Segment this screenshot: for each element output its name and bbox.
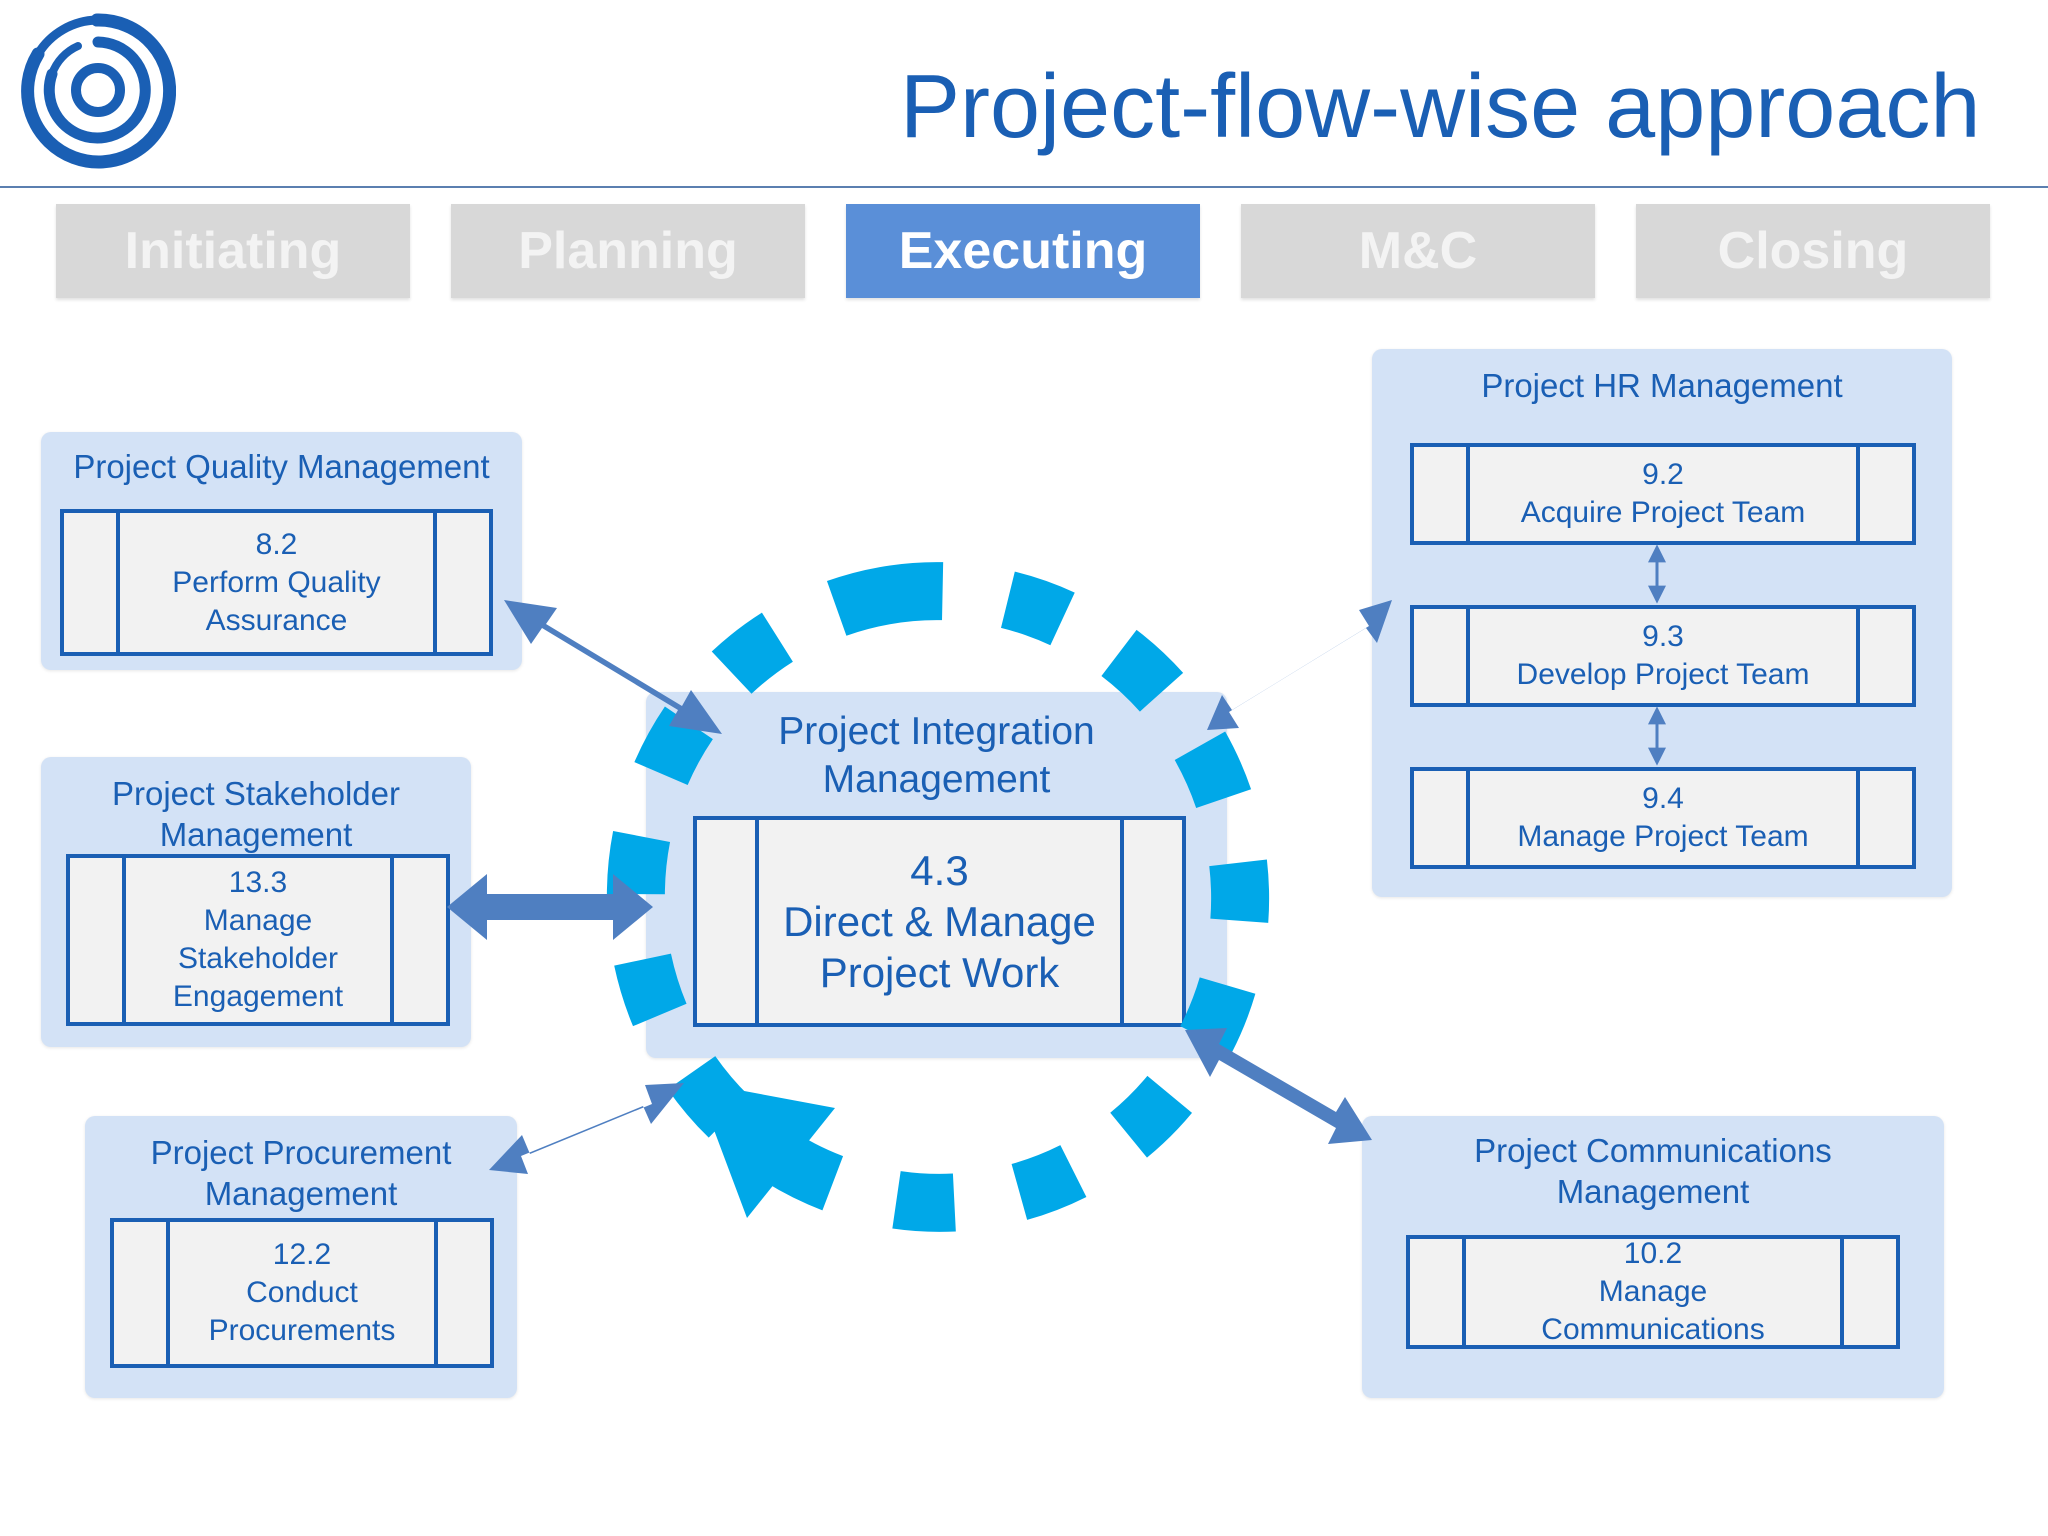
group-title: Project Communications Management: [1474, 1132, 1832, 1210]
process-label-line: Direct & Manage: [783, 898, 1096, 945]
process-number: 4.3: [910, 847, 969, 894]
process-9-4-manage-project-team[interactable]: 9.4 Manage Project Team: [1410, 767, 1916, 869]
group-hr-management: Project HR Management 9.2 Acquire Projec…: [1372, 349, 1952, 897]
process-9-2-acquire-project-team[interactable]: 9.2 Acquire Project Team: [1410, 443, 1916, 545]
process-label-line: Manage Project Team: [1517, 820, 1809, 853]
process-label-line: Communications: [1541, 1313, 1765, 1346]
process-number: 9.2: [1642, 458, 1684, 491]
phase-tab-planning[interactable]: Planning: [451, 204, 805, 298]
process-label-line: Perform Quality: [172, 565, 381, 599]
process-8-2-perform-quality-assurance[interactable]: 8.2 Perform Quality Assurance: [60, 509, 493, 656]
group-procurement-management: Project Procurement Management 12.2 Cond…: [85, 1116, 517, 1398]
process-4-3-direct-manage-project-work[interactable]: 4.3 Direct & Manage Project Work: [693, 816, 1186, 1027]
phase-tab-executing[interactable]: Executing: [846, 204, 1200, 298]
cycle-arrowhead: [696, 1082, 835, 1218]
process-label-line: Project Work: [819, 949, 1060, 996]
group-communications-management: Project Communications Management 10.2 M…: [1362, 1116, 1944, 1398]
process-label-line: Acquire Project Team: [1520, 496, 1806, 529]
title-divider: [0, 186, 2048, 188]
process-label-line: Conduct: [246, 1276, 358, 1309]
phase-tab-mc[interactable]: M&C: [1241, 204, 1595, 298]
group-integration-management: Project Integration Management 4.3 Direc…: [646, 692, 1227, 1058]
arrow-procurement-integration: [489, 1083, 684, 1174]
process-number: 8.2: [255, 527, 298, 561]
process-label-line: Procurements: [208, 1314, 396, 1347]
group-quality-management: Project Quality Management 8.2 Perform Q…: [41, 432, 522, 670]
group-title: Project Stakeholder Management: [112, 775, 400, 853]
process-label-line: Manage: [203, 904, 313, 937]
company-logo: [21, 13, 176, 169]
process-label-line: Develop Project Team: [1516, 658, 1810, 691]
phase-tab-initiating[interactable]: Initiating: [56, 204, 410, 298]
process-number: 9.3: [1642, 620, 1684, 653]
process-12-2-conduct-procurements[interactable]: 12.2 Conduct Procurements: [110, 1218, 494, 1368]
process-label-line: Engagement: [172, 980, 344, 1013]
process-number: 13.3: [228, 866, 288, 899]
group-title: Project Integration Management: [778, 710, 1095, 801]
group-title: Project Procurement Management: [150, 1134, 452, 1212]
process-label-line: Assurance: [205, 603, 348, 637]
process-10-2-manage-communications[interactable]: 10.2 Manage Communications: [1406, 1235, 1900, 1349]
process-number: 10.2: [1623, 1237, 1683, 1270]
phase-tab-closing[interactable]: Closing: [1636, 204, 1990, 298]
process-label-line: Manage: [1598, 1275, 1708, 1308]
process-13-3-manage-stakeholder-engagement[interactable]: 13.3 Manage Stakeholder Engagement: [66, 854, 450, 1026]
process-number: 9.4: [1642, 782, 1684, 815]
group-title: Project Quality Management: [73, 448, 490, 485]
slide-title: Project-flow-wise approach: [900, 57, 1981, 157]
process-label-line: Stakeholder: [177, 942, 339, 975]
process-9-3-develop-project-team[interactable]: 9.3 Develop Project Team: [1410, 605, 1916, 707]
group-stakeholder-management: Project Stakeholder Management 13.3 Mana…: [41, 757, 471, 1047]
process-number: 12.2: [272, 1238, 332, 1271]
arrow-hr-integration: [1207, 600, 1392, 730]
group-title: Project HR Management: [1481, 367, 1843, 404]
arrow-stakeholder-integration: [447, 874, 653, 940]
